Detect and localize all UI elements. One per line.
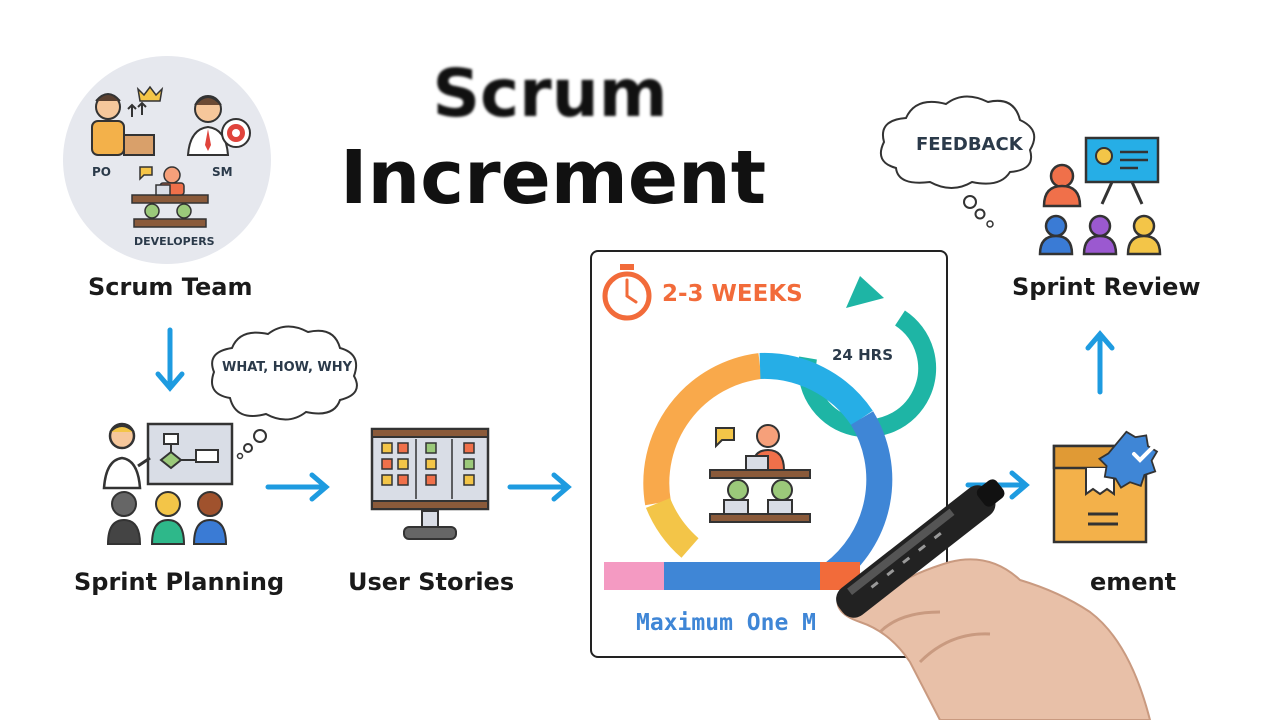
sprint-review-label: Sprint Review — [1012, 273, 1201, 301]
product-owner-icon — [91, 85, 164, 156]
feedback-text: FEEDBACK — [916, 134, 1023, 155]
sprint-duration: 2-3 WEEKS — [662, 281, 803, 307]
increment-package-icon — [1048, 426, 1180, 548]
title-increment: Increment — [340, 135, 767, 221]
title-scrum: Scrum — [432, 55, 668, 132]
developers-label: DEVELOPERS — [134, 235, 215, 248]
sprint-cycle-diagram — [600, 258, 940, 598]
scrum-team-label: Scrum Team — [88, 273, 253, 301]
thought-cloud-feedback: FEEDBACK — [872, 94, 1052, 234]
scrum-team-illustration: PO SM DEVELOPERS — [62, 55, 272, 265]
sprint-review-presentation-icon — [1034, 134, 1168, 258]
arrow-right-icon — [507, 472, 574, 502]
scrum-master-icon — [186, 95, 251, 156]
sm-label: SM — [212, 165, 233, 179]
sprint-planning-label: Sprint Planning — [74, 568, 285, 596]
user-stories-board-icon — [368, 425, 493, 545]
sprint-max-duration: Maximum One M — [636, 610, 817, 636]
thought-cloud-what-how-why: WHAT, HOW, WHY — [200, 318, 365, 460]
stopwatch-icon — [600, 262, 654, 322]
arrow-down-icon — [153, 327, 187, 394]
user-stories-label: User Stories — [348, 568, 515, 596]
po-label: PO — [92, 165, 111, 179]
arrow-right-icon — [265, 472, 332, 502]
daily-scrum-duration: 24 HRS — [832, 346, 894, 364]
sprint-planning-icon — [100, 420, 240, 550]
arrow-up-icon — [1083, 328, 1117, 395]
increment-label: ement — [1090, 568, 1177, 596]
what-how-why-text: WHAT, HOW, WHY — [222, 360, 353, 375]
developers-icon — [131, 166, 209, 228]
hand-with-marker-image — [820, 462, 1180, 720]
